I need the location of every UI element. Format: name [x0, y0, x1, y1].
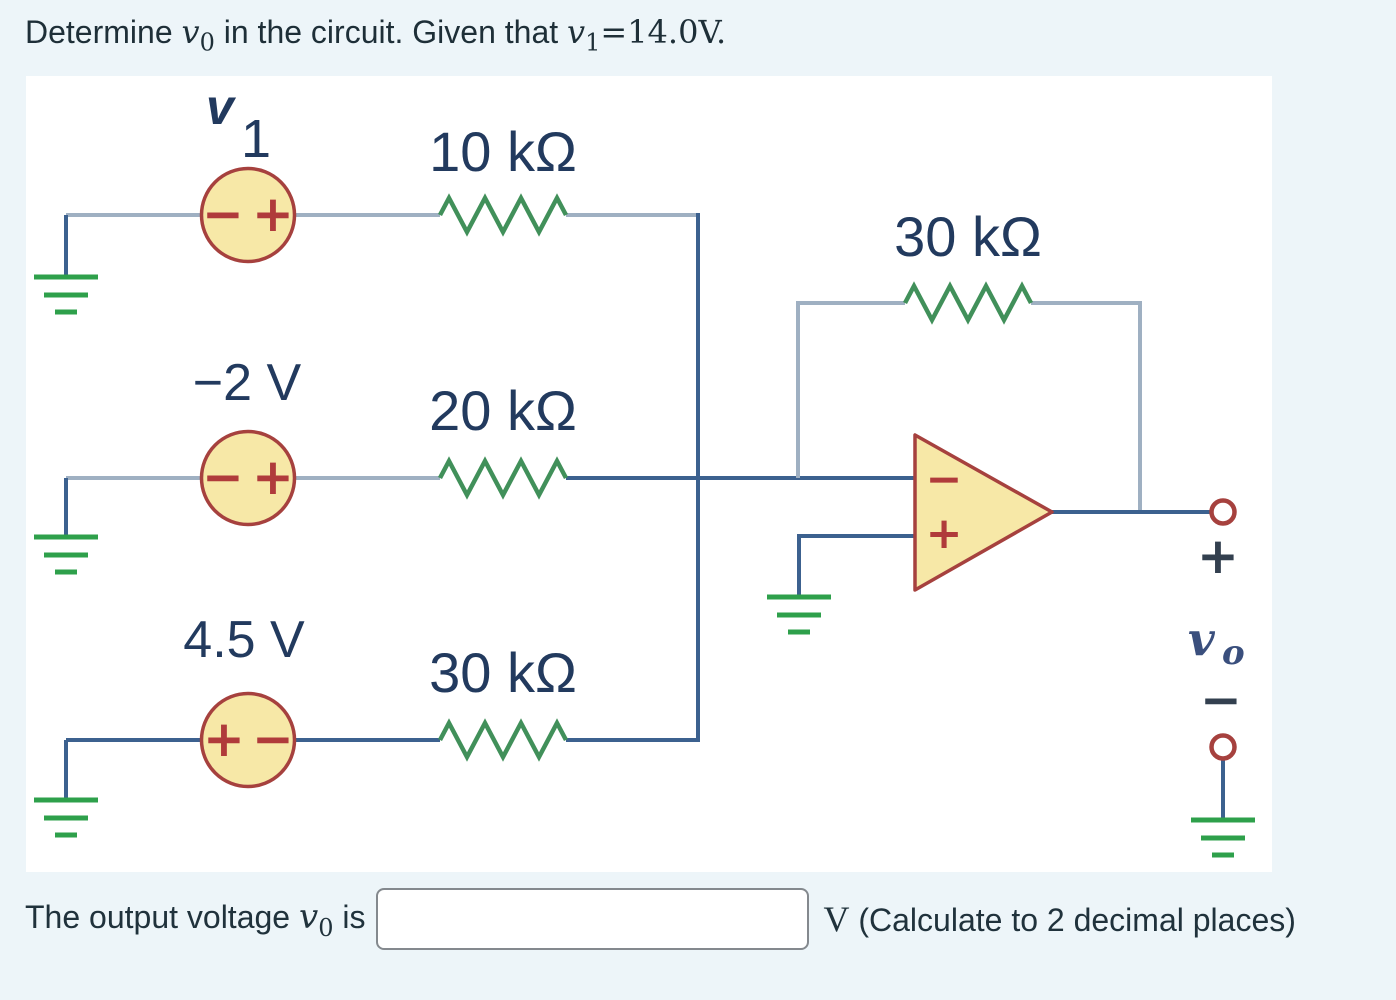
source-circle [199, 691, 297, 789]
resistor-label: 10 kΩ [429, 120, 577, 183]
resistor-30k-zigzag [438, 718, 568, 762]
title-v1-base: v [567, 13, 586, 51]
answer-label-text-2: is [333, 898, 366, 935]
opamp-triangle [913, 433, 1054, 592]
voltage-source-v1: − + v1 [199, 79, 297, 264]
resistors: 10 kΩ 20 kΩ 30 kΩ 30 kΩ [429, 120, 1042, 762]
title-math-v0: v0 [181, 13, 215, 56]
feedback-resistor-label: 30 kΩ [894, 205, 1042, 268]
opamp: − + [913, 433, 1054, 592]
output-plus-sign: + [1197, 527, 1239, 585]
ground-symbol [34, 534, 98, 575]
opamp-noninverting-sign: + [926, 508, 963, 559]
v1-base: v [206, 79, 237, 135]
plus-sign: + [252, 448, 294, 506]
title-v1-sub: 1 [585, 28, 601, 57]
answer-label: The output voltage v0 is [25, 897, 365, 942]
title-math-v1: v1 [567, 13, 600, 56]
page-title: Determine v0 in the circuit. Given that … [25, 12, 726, 59]
answer-v0-base: v [298, 896, 319, 937]
source-label: −2 V [193, 354, 302, 412]
answer-label-text: The output voltage [25, 898, 299, 935]
answer-v0-sub: 0 [318, 913, 334, 942]
minus-sign: − [252, 710, 294, 768]
output-terminal-bottom [1209, 733, 1237, 761]
output-terminal-top [1209, 498, 1237, 526]
circuit-panel: 10 kΩ 20 kΩ 30 kΩ 30 kΩ − + v1 − + −2 V … [26, 76, 1272, 872]
source-circle [199, 166, 297, 264]
ground-symbol [767, 594, 831, 635]
answer-input[interactable] [376, 888, 810, 950]
title-v0-sub: 0 [199, 28, 215, 57]
title-text: Determine [25, 14, 182, 50]
source-label-v1: v1 [206, 79, 271, 169]
circuit-diagram: 10 kΩ 20 kΩ 30 kΩ 30 kΩ − + v1 − + −2 V … [34, 79, 1255, 858]
opamp-inverting-sign: − [926, 454, 963, 505]
unit-volts: V [823, 899, 850, 939]
ground-symbol [34, 797, 98, 838]
resistor-10k-zigzag [438, 193, 568, 237]
output-minus-sign: − [1200, 671, 1242, 729]
title-v0-base: v [181, 13, 200, 51]
vo-base: v [1188, 612, 1216, 666]
resistor-label: 30 kΩ [429, 641, 577, 704]
voltage-source-4p5v: + − 4.5 V [183, 611, 305, 789]
plus-sign: + [252, 185, 294, 243]
ground-symbol [34, 274, 98, 315]
v1-sub: 1 [241, 109, 271, 169]
vo-sub: o [1222, 633, 1245, 673]
title-text-2: in the circuit. Given that [214, 14, 568, 50]
ground-symbols [34, 274, 1255, 858]
resistor-label: 20 kΩ [429, 379, 577, 442]
wire-feedback-left [796, 301, 905, 478]
feedback-resistor-zigzag [903, 281, 1033, 325]
answer-suffix: V (Calculate to 2 decimal places) [823, 898, 1295, 940]
answer-row: The output voltage v0 is V (Calculate to… [25, 884, 1296, 954]
title-given-value: =14.0V. [600, 13, 727, 51]
voltage-source-minus2v: − + −2 V [193, 354, 302, 527]
resistor-20k-zigzag [438, 456, 568, 500]
answer-note: (Calculate to 2 decimal places) [849, 902, 1296, 938]
wire-feedback-right [1031, 301, 1142, 512]
answer-math-v0: v0 [298, 896, 334, 942]
source-circle [199, 429, 297, 527]
minus-sign: − [202, 185, 244, 243]
wire-noninverting-input [797, 534, 915, 597]
plus-sign: + [203, 710, 245, 768]
source-label: 4.5 V [183, 611, 305, 669]
minus-sign: − [202, 448, 244, 506]
ground-symbol [1191, 817, 1255, 858]
